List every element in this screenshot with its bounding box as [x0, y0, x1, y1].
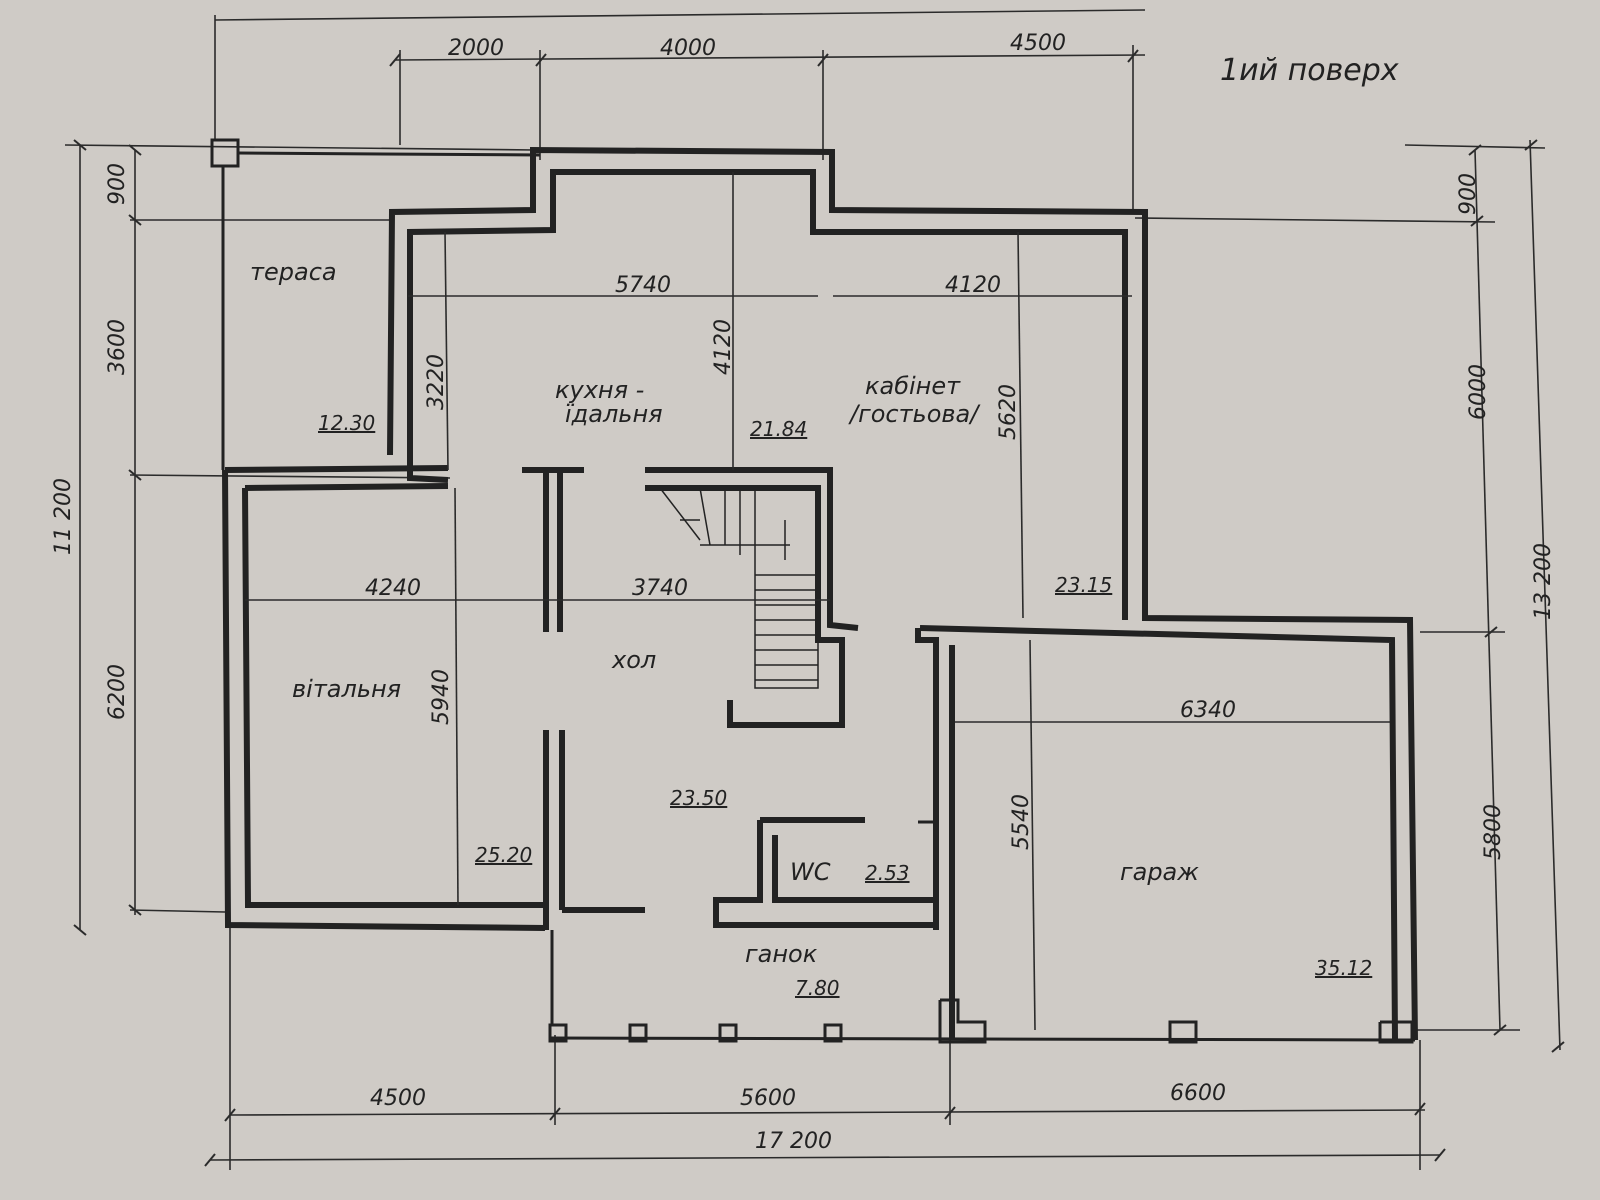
bottom-dimensions: 4500 5600 6600 17 200: [204, 925, 1446, 1170]
garage-width: 6340: [1180, 698, 1236, 723]
plan-title: 1ий поверх: [1220, 53, 1399, 88]
kitchen-name-line2: їдальня: [565, 400, 663, 428]
terrace-area: 12.30: [318, 411, 375, 435]
left-dim-1: 900: [105, 163, 130, 205]
kitchen-name-line1: кухня -: [555, 376, 644, 404]
room-terrace: тераса 12.30: [250, 258, 375, 435]
living-depth: 5940: [429, 669, 454, 725]
study-area: 23.15: [1055, 573, 1112, 597]
kitchen-width: 5740: [615, 273, 671, 298]
bottom-dim-total: 17 200: [755, 1129, 832, 1154]
living-name: вітальня: [292, 675, 401, 703]
room-kitchen: кухня - їдальня 21.84 5740 4120 3220: [424, 273, 807, 441]
interior-dimensions: [245, 172, 1390, 1031]
left-dim-2: 3600: [105, 319, 130, 375]
room-garage: гараж 35.12 6340 5540: [1009, 698, 1372, 980]
room-wc: WC 2.53: [790, 858, 910, 886]
study-depth: 5620: [996, 384, 1021, 440]
wc-name: WC: [790, 858, 831, 886]
terrace-column: [210, 138, 240, 168]
left-dimensions: 900 3600 6200 11 200: [51, 139, 536, 936]
porch-area: 7.80: [795, 976, 840, 1000]
right-dim-2: 6000: [1466, 364, 1491, 420]
hall-width: 3740: [632, 576, 688, 601]
kitchen-depth: 4120: [711, 319, 736, 375]
top-dim-3: 4500: [1010, 31, 1066, 56]
bottom-dim-1: 4500: [370, 1086, 426, 1111]
living-area: 25.20: [475, 843, 532, 867]
left-dim-total: 11 200: [51, 478, 76, 555]
living-width: 4240: [365, 576, 421, 601]
wc-area: 2.53: [865, 861, 910, 885]
walls: [210, 138, 1418, 1044]
garage-name: гараж: [1120, 858, 1199, 886]
right-dim-1: 900: [1456, 173, 1481, 215]
kitchen-area: 21.84: [750, 417, 807, 441]
right-dimensions: 900 6000 5800 13 200: [1134, 139, 1565, 1053]
garage-area: 35.12: [1315, 956, 1372, 980]
study-width: 4120: [945, 273, 1001, 298]
top-dim-2: 4000: [660, 36, 716, 61]
garage-depth: 5540: [1009, 794, 1034, 850]
room-hall: хол 23.50 3740: [611, 576, 727, 810]
top-dim-1: 2000: [448, 36, 504, 61]
hall-name: хол: [611, 646, 656, 674]
left-dim-3: 6200: [105, 664, 130, 720]
study-name-line2: /гостьова/: [848, 400, 981, 428]
bottom-dim-2: 5600: [740, 1086, 796, 1111]
study-name-line1: кабінет: [865, 372, 961, 400]
top-dimensions: 2000 4000 4500: [214, 9, 1146, 210]
right-dim-total: 13 200: [1531, 543, 1556, 620]
staircase: [659, 487, 819, 689]
room-living: вітальня 25.20 4240 5940: [292, 576, 532, 867]
room-porch: ганок 7.80: [745, 940, 840, 1000]
hall-area: 23.50: [670, 786, 727, 810]
porch-name: ганок: [745, 940, 818, 968]
bottom-dim-3: 6600: [1170, 1081, 1226, 1106]
kitchen-side: 3220: [424, 354, 449, 410]
room-study: кабінет /гостьова/ 23.15 4120 5620: [848, 273, 1112, 597]
right-dim-3: 5800: [1481, 804, 1506, 860]
terrace-name: тераса: [250, 258, 337, 286]
